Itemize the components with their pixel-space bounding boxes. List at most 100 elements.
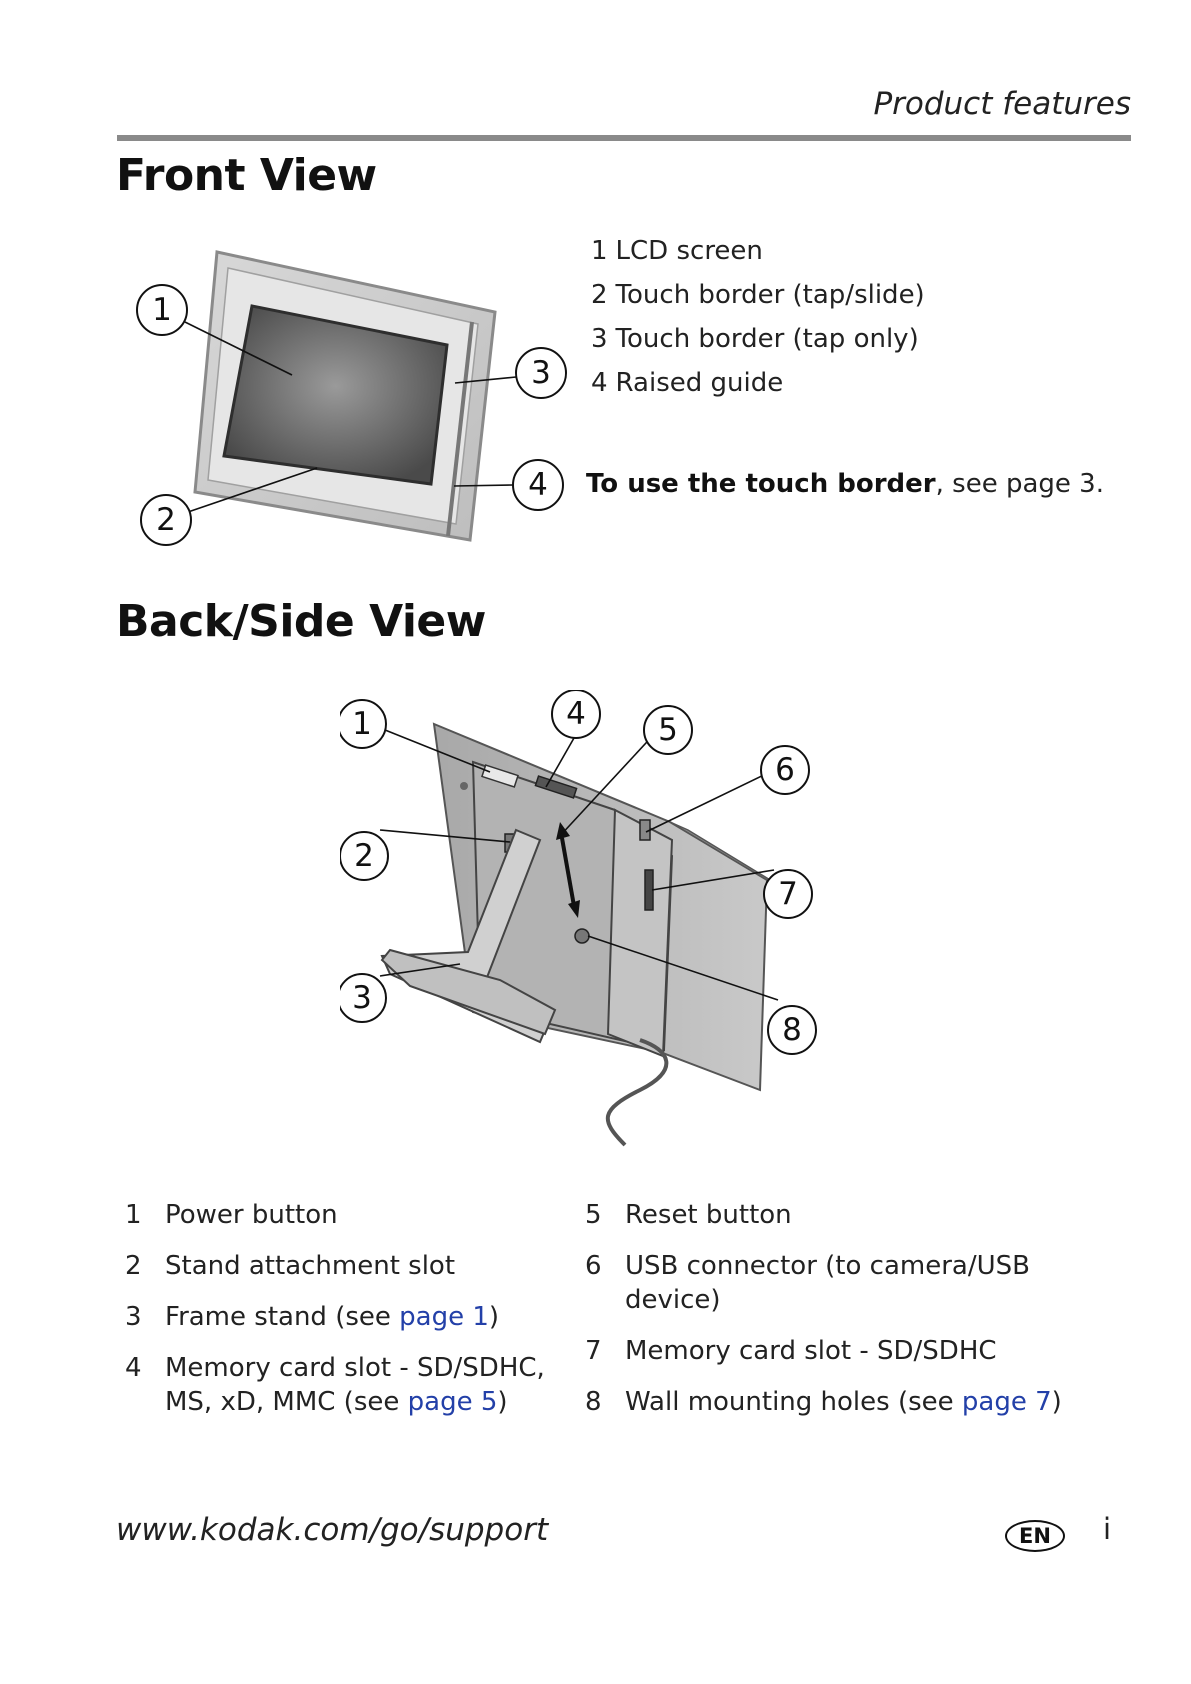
front-part-num: 1 — [591, 236, 608, 266]
front-callout-4-number: 4 — [528, 467, 548, 503]
back-callout-8: 8 — [767, 1005, 817, 1055]
back-callout-1-number: 1 — [352, 706, 372, 742]
front-part-label: Touch border (tap/slide) — [615, 280, 925, 310]
page-number: i — [1103, 1512, 1112, 1546]
page-header-title: Product features — [873, 86, 1131, 122]
back-callout-line-1 — [379, 727, 491, 773]
front-callout-2-number: 2 — [156, 502, 176, 538]
side-card-slot — [644, 869, 654, 911]
power-cable — [605, 1038, 669, 1147]
back-callout-line-5 — [557, 729, 659, 839]
back-part-num: 2 — [125, 1251, 142, 1281]
back-part-item: 3 Frame stand (see page 1) — [125, 1300, 585, 1334]
front-callout-line-4 — [453, 484, 514, 487]
back-part-label: Memory card slot - SD/SDHC, MS, xD, MMC … — [165, 1353, 545, 1417]
back-part-label: USB connector (to camera/USB device) — [625, 1251, 1030, 1315]
back-part-label: Wall mounting holes (see — [625, 1387, 962, 1417]
front-part-num: 3 — [591, 324, 608, 354]
back-part-item: 5 Reset button — [585, 1198, 1125, 1232]
front-part-label: Touch border (tap only) — [615, 324, 919, 354]
back-callout-2: 2 — [340, 831, 389, 881]
back-part-label-after: ) — [488, 1302, 500, 1332]
back-part-item: 2 Stand attachment slot — [125, 1249, 585, 1283]
back-part-num: 8 — [585, 1387, 602, 1417]
back-part-label: Frame stand (see — [165, 1302, 400, 1332]
front-part-num: 4 — [591, 368, 608, 398]
front-callout-line-1 — [184, 321, 293, 376]
front-callout-line-3 — [454, 376, 517, 384]
back-callout-1: 1 — [340, 699, 387, 749]
front-callout-1-number: 1 — [152, 292, 172, 328]
back-callout-line-8 — [587, 935, 779, 1001]
back-callout-line-6 — [645, 771, 771, 833]
back-callout-3-number: 3 — [352, 980, 372, 1016]
front-part-label: LCD screen — [615, 236, 763, 266]
wall-hole — [574, 928, 590, 944]
front-callout-3: 3 — [515, 347, 567, 399]
back-callout-line-3 — [379, 963, 461, 977]
back-callout-4: 4 — [551, 690, 601, 739]
front-callout-line-2 — [187, 467, 318, 513]
back-part-num: 3 — [125, 1302, 142, 1332]
back-part-num: 1 — [125, 1200, 142, 1230]
arrow-head-down — [568, 900, 580, 918]
front-callout-1: 1 — [136, 284, 188, 336]
back-part-num: 6 — [585, 1251, 602, 1281]
top-card-slot — [534, 775, 578, 799]
back-part-text: Frame stand (see page 1) — [165, 1300, 585, 1334]
page-7-link[interactable]: page 7 — [961, 1387, 1052, 1417]
back-part-num: 7 — [585, 1336, 602, 1366]
back-callout-7-number: 7 — [778, 876, 798, 912]
back-side-view-heading: Back/Side View — [116, 596, 486, 647]
double-arrow — [560, 837, 576, 907]
front-callout-4: 4 — [512, 459, 564, 511]
stand-foot — [380, 948, 557, 1036]
back-part-label-after: ) — [497, 1387, 508, 1417]
header-rule — [117, 135, 1131, 141]
language-badge: EN — [1005, 1520, 1065, 1552]
support-url[interactable]: www.kodak.com/go/support — [116, 1512, 549, 1548]
front-view-illustration: 1 2 3 4 — [136, 250, 567, 546]
front-part-label: Raised guide — [615, 368, 784, 398]
front-callout-3-number: 3 — [531, 355, 551, 391]
keyhole — [460, 782, 468, 790]
back-callout-6-number: 6 — [775, 752, 795, 788]
back-callout-6: 6 — [760, 745, 810, 795]
back-callout-5-number: 5 — [658, 712, 678, 748]
back-callout-3: 3 — [340, 973, 387, 1023]
lcd-screen — [222, 304, 449, 486]
touch-border-note-rest: , see page 3. — [935, 469, 1104, 499]
power-button — [481, 764, 519, 788]
back-part-label: Stand attachment slot — [165, 1251, 456, 1281]
back-callout-7: 7 — [763, 869, 813, 919]
back-part-text: Memory card slot - SD/SDHC, MS, xD, MMC … — [165, 1351, 585, 1419]
touch-border-note: To use the touch border, see page 3. — [586, 469, 1104, 499]
front-view-heading: Front View — [116, 150, 377, 201]
back-part-label: Memory card slot - SD/SDHC — [625, 1336, 997, 1366]
back-part-label: Reset button — [625, 1200, 792, 1230]
back-callout-line-7 — [651, 869, 775, 891]
back-part-item: 4 Memory card slot - SD/SDHC, MS, xD, MMC… — [125, 1351, 585, 1419]
back-part-num: 5 — [585, 1200, 602, 1230]
side-module — [606, 808, 674, 1058]
page-1-link[interactable]: page 1 — [399, 1302, 489, 1332]
back-callout-line-2 — [379, 829, 511, 843]
back-part-item: 7 Memory card slot - SD/SDHC — [585, 1334, 1125, 1368]
back-part-label-after: ) — [1051, 1387, 1062, 1417]
back-part-num: 4 — [125, 1353, 142, 1383]
back-callout-2-number: 2 — [354, 838, 374, 874]
back-part-text: Wall mounting holes (see page 7) — [625, 1385, 1125, 1419]
back-part-item: 8 Wall mounting holes (see page 7) — [585, 1385, 1125, 1419]
page-5-link[interactable]: page 5 — [407, 1387, 498, 1417]
raised-guide — [446, 321, 474, 537]
touch-border-note-bold: To use the touch border — [586, 469, 936, 499]
back-part-item: 6 USB connector (to camera/USB device) — [585, 1249, 1125, 1317]
front-part-num: 2 — [591, 280, 608, 310]
